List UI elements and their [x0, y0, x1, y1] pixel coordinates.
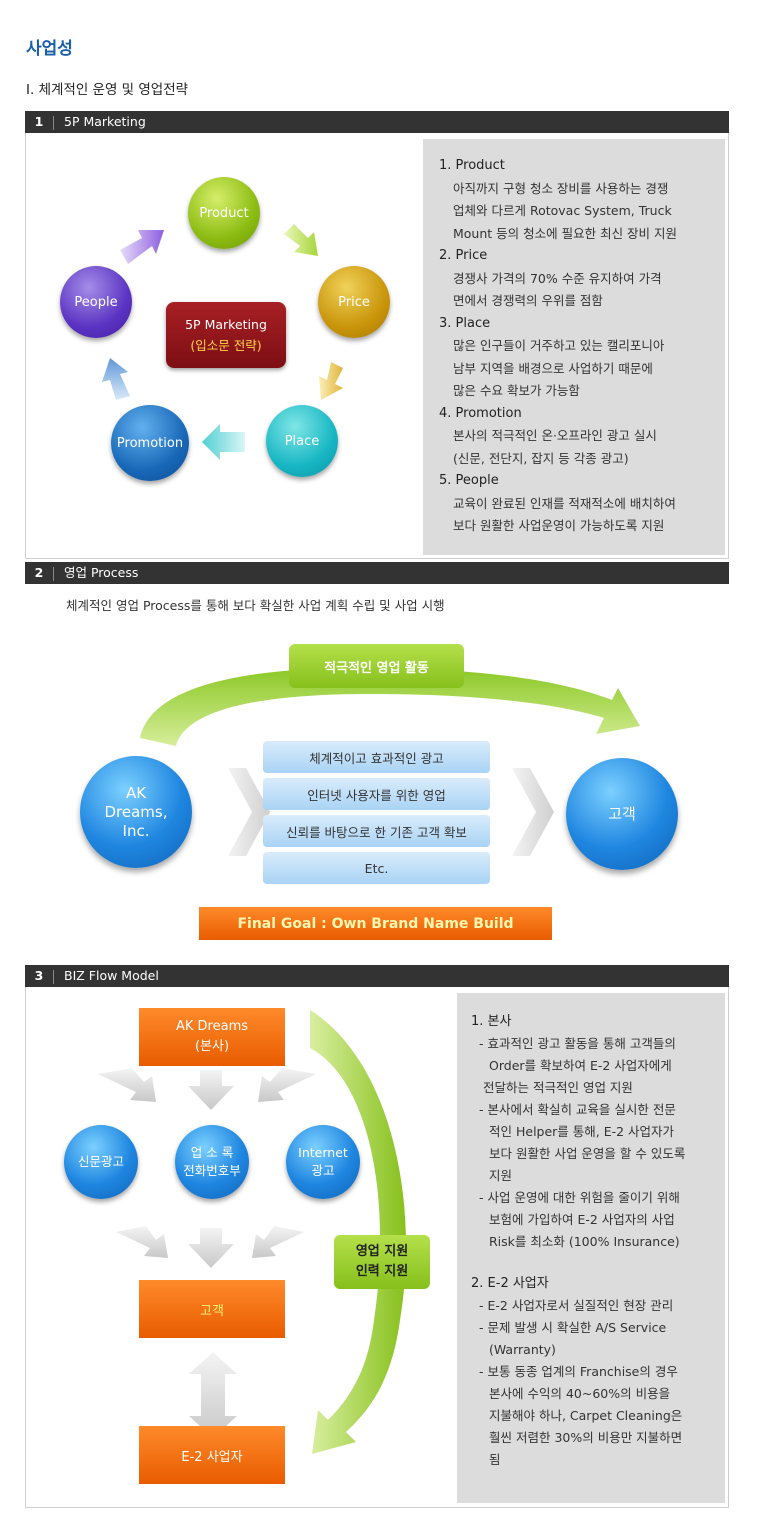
- hq-item-2: - 본사에서 확실히 교육을 실시한 전문 적인 Helper를 통해, E-2…: [479, 1102, 686, 1183]
- support-label: 영업 지원 인력 지원: [334, 1235, 430, 1289]
- arrow-promotion-people-icon: [102, 358, 130, 400]
- 5p-item-people: 5. People 교육이 완료된 인재를 적재적소에 배치하여 보다 원활한 …: [439, 473, 676, 533]
- process-arc: [140, 668, 640, 856]
- arrow-down-left-icon: [98, 1068, 156, 1102]
- section-number: 1: [34, 114, 44, 129]
- section-bar-2: 2 영업 Process: [25, 562, 729, 584]
- ak-dreams-circle: AK Dreams, Inc.: [80, 756, 192, 868]
- directory-circle: 업 소 록 전화번호부: [175, 1125, 249, 1199]
- arrow-down-right-icon: [258, 1068, 316, 1102]
- circle-product: Product: [188, 177, 260, 249]
- circle-promotion: Promotion: [111, 405, 189, 481]
- 5p-item-product: 1. Product 아직까지 구형 청소 장비를 사용하는 경쟁 업체와 다르…: [439, 158, 678, 241]
- circle-place: Place: [266, 405, 338, 477]
- section-bar-3: 3 BIZ Flow Model: [25, 965, 729, 987]
- arrow-people-product-icon: [120, 230, 164, 264]
- process-description: 체계적인 영업 Process를 통해 보다 확실한 사업 계획 수립 및 사업…: [66, 598, 445, 613]
- page-title: 사업성: [26, 39, 73, 59]
- 5p-description-box: 1. Product 아직까지 구형 청소 장비를 사용하는 경쟁 업체와 다르…: [423, 139, 725, 555]
- arrow-down-left-icon-2: [252, 1226, 304, 1258]
- chevron-right-icon: [228, 768, 270, 856]
- hq-heading: 1. 본사: [471, 1014, 512, 1029]
- circle-price: Price: [318, 266, 390, 338]
- customer-circle: 고객: [566, 758, 678, 870]
- page-subtitle: I. 체계적인 운영 및 영업전략: [26, 82, 189, 98]
- customer-box: 고객: [139, 1280, 285, 1338]
- hq-item-1: - 효과적인 광고 활동을 통해 고객들의 Order를 확보하여 E-2 사업…: [479, 1036, 676, 1095]
- e2-box: E-2 사업자: [139, 1426, 285, 1484]
- chevron-right-icon-2: [512, 768, 554, 856]
- support-arc-icon: [310, 1010, 406, 1454]
- cycle-arrows: [102, 224, 343, 460]
- process-step-1: 체계적이고 효과적인 광고: [263, 741, 490, 773]
- process-step-2: 인터넷 사용자를 위한 영업: [263, 778, 490, 810]
- process-step-3: 신뢰를 바탕으로 한 기존 고객 확보: [263, 815, 490, 847]
- arrow-down-right-icon-2: [116, 1226, 168, 1258]
- 5p-item-place: 3. Place 많은 인구들이 거주하고 있는 캘리포니아 남부 지역을 배경…: [439, 315, 665, 399]
- section-bar-1: 1 5P Marketing: [25, 111, 729, 133]
- arrow-price-place-icon: [319, 362, 343, 400]
- section-title: BIZ Flow Model: [64, 968, 159, 983]
- final-goal-banner: Final Goal : Own Brand Name Build: [199, 907, 552, 940]
- section-title: 5P Marketing: [64, 114, 146, 129]
- section-number: 3: [34, 968, 44, 983]
- newspaper-circle: 신문광고: [64, 1125, 138, 1199]
- process-step-4: Etc.: [263, 852, 490, 884]
- circle-people: People: [60, 266, 132, 338]
- flow-description-box: 1. 본사 - 효과적인 광고 활동을 통해 고객들의 Order를 확보하여 …: [457, 993, 725, 1503]
- arc-arrow-icon: [140, 668, 640, 746]
- arrow-down-icon-2: [188, 1228, 234, 1268]
- 5p-item-price: 2. Price 경쟁사 가격의 70% 수준 유지하여 가격 면에서 경쟁력의…: [439, 248, 662, 308]
- e2-heading: 2. E-2 사업자: [471, 1276, 549, 1291]
- internet-circle: Internet 광고: [286, 1125, 360, 1199]
- e2-item-3: - 보통 동종 업계의 Franchise의 경우 본사에 수익의 40~60%…: [479, 1364, 683, 1467]
- arrow-place-promotion-icon: [202, 424, 245, 460]
- center-5p-label: 5P Marketing (입소문 전략): [166, 302, 286, 368]
- 5p-item-promotion: 4. Promotion 본사의 적극적인 온·오프라인 광고 실시 (신문, …: [439, 405, 657, 466]
- hq-box: AK Dreams (본사): [139, 1008, 285, 1066]
- arrow-down-icon: [188, 1070, 234, 1110]
- active-sales-label: 적극적인 영업 활동: [289, 644, 464, 688]
- double-arrow-icon: [189, 1352, 237, 1438]
- arrow-product-price-icon: [284, 224, 318, 256]
- hq-item-3: - 사업 운영에 대한 위험을 줄이기 위해 보험에 가입하여 E-2 사업자의…: [479, 1190, 680, 1249]
- e2-item-2: - 문제 발생 시 확실한 A/S Service (Warranty): [479, 1320, 667, 1357]
- section-title: 영업 Process: [64, 565, 139, 580]
- e2-item-1: - E-2 사업자로서 실질적인 현장 관리: [479, 1298, 674, 1313]
- section-number: 2: [34, 565, 44, 580]
